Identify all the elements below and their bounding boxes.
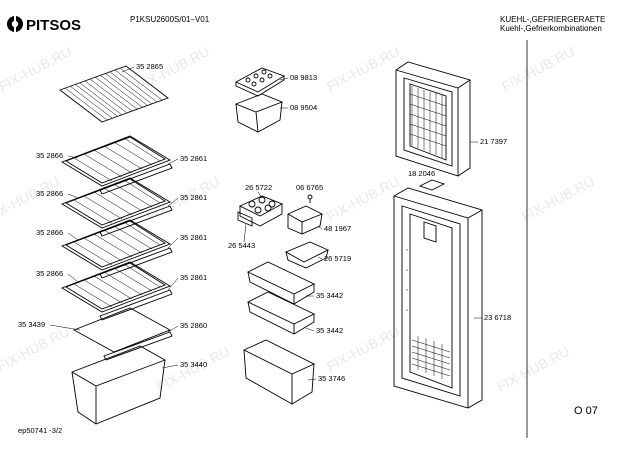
freezer-door [395, 61, 471, 177]
door-shelf-1 [246, 261, 316, 305]
wire-shelf-top [59, 65, 169, 123]
egg-holder [237, 195, 284, 227]
label-353440: 35 3440 [180, 360, 207, 369]
shelf-assembly-1 [60, 135, 173, 195]
egg-tray-top [234, 67, 286, 97]
label-352861-d: 35 2861 [180, 273, 207, 282]
glass-plate [72, 307, 173, 361]
label-352866-a: 35 2866 [36, 151, 63, 160]
label-236718: 23 6718 [484, 313, 511, 322]
label-182046: 18 2046 [408, 169, 435, 178]
label-353439: 35 3439 [18, 320, 45, 329]
label-353746: 35 3746 [318, 374, 345, 383]
brand-logo: PITSOS [7, 16, 81, 34]
label-352866-d: 35 2866 [36, 269, 63, 278]
label-352866-b: 35 2866 [36, 189, 63, 198]
label-352866-c: 35 2866 [36, 228, 63, 237]
watermark-text: FIX-HUB.RU [324, 43, 402, 95]
label-352865: 35 2865 [136, 62, 163, 71]
fridge-door [393, 187, 483, 409]
label-481967: 48 1967 [324, 224, 351, 233]
label-089504: 08 9504 [290, 103, 317, 112]
butter-box [234, 93, 284, 133]
watermark-text: FIX-HUB.RU [0, 173, 62, 225]
watermark-layer: FIX-HUB.RU FIX-HUB.RU FIX-HUB.RU FIX-HUB… [0, 43, 597, 395]
crisper-drawer [71, 345, 166, 425]
watermark-text: FIX-HUB.RU [499, 43, 577, 95]
shelf-assembly-4 [60, 261, 173, 321]
shelf-assembly-3 [60, 219, 173, 279]
label-265722: 26 5722 [245, 183, 272, 192]
label-352861-a: 35 2861 [180, 154, 207, 163]
label-265443: 26 5443 [228, 241, 255, 250]
brand-logo-text: PITSOS [26, 17, 81, 34]
watermark-text: FIX-HUB.RU [494, 343, 572, 395]
label-353442-a: 35 3442 [316, 291, 343, 300]
label-353442-b: 35 3442 [316, 326, 343, 335]
label-066765: 06 6765 [296, 183, 323, 192]
label-089813: 08 9813 [290, 73, 317, 82]
watermark-text: FIX-HUB.RU [324, 173, 402, 225]
door-shelf-2 [246, 291, 316, 335]
category-line2: Kuehl-,Gefrierkombinationen [500, 24, 602, 33]
watermark-text: FIX-HUB.RU [0, 323, 72, 375]
small-door-shelf [284, 241, 330, 269]
dairy-flap [287, 205, 323, 235]
watermark-text: FIX-HUB.RU [519, 173, 597, 225]
category-line1: KUEHL-,GEFRIERGERAETE [500, 15, 605, 24]
label-352861-c: 35 2861 [180, 233, 207, 242]
model-code: P1KSU2600S/01–V01 [130, 15, 210, 24]
page-code: O 07 [574, 405, 598, 417]
label-217397: 21 7397 [480, 137, 507, 146]
drawing-reference: ep50741 -3/2 [18, 426, 62, 435]
handle-clip [418, 179, 446, 191]
watermark-text: FIX-HUB.RU [0, 43, 74, 95]
shelf-assembly-2 [60, 177, 173, 237]
label-265719: 26 5719 [324, 254, 351, 263]
label-352861-b: 35 2861 [180, 193, 207, 202]
label-352860: 35 2860 [180, 321, 207, 330]
screw [307, 194, 313, 203]
bottle-shelf [242, 339, 316, 405]
